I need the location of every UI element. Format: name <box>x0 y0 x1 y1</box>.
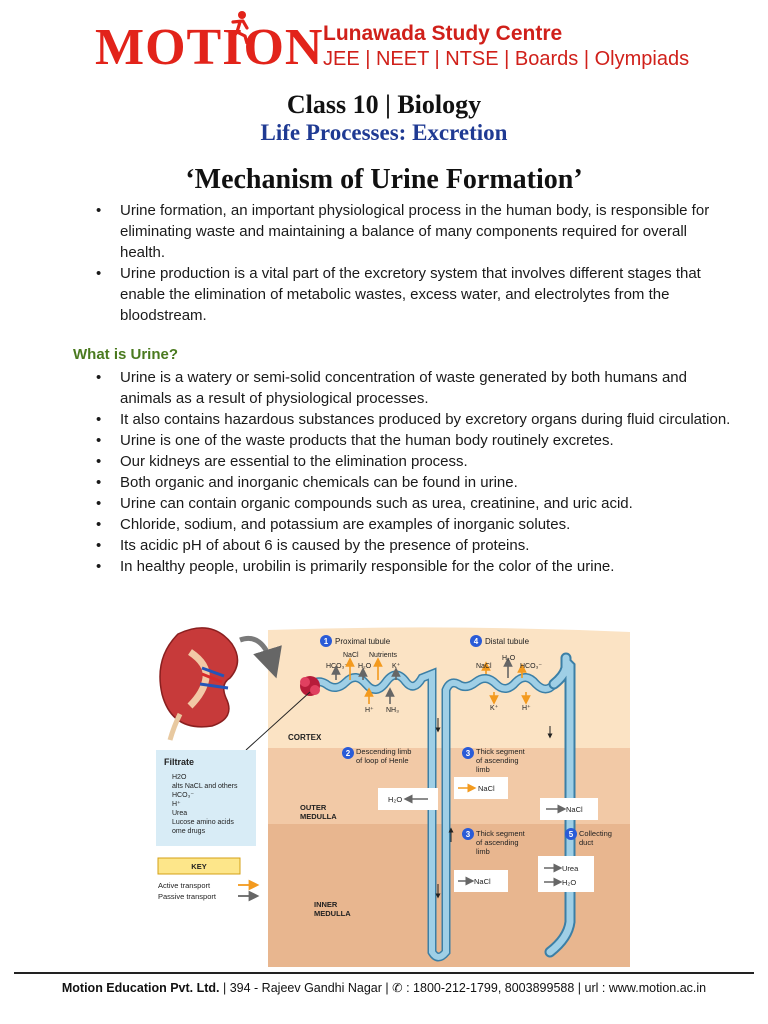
filtrate-item: Urea <box>172 810 187 817</box>
urine-fact: It also contains hazardous substances pr… <box>96 409 736 430</box>
box-urea-h2o <box>538 856 594 892</box>
nephron-tubule <box>305 652 576 962</box>
label-limb-upper: limb <box>476 765 490 774</box>
box-nacl-lower-label: NaCl <box>474 877 491 886</box>
motion-logo: MOTION <box>95 11 324 76</box>
solute-dist-h: H⁺ <box>522 704 531 712</box>
footer-company: Motion Education Pvt. Ltd. <box>61 981 220 995</box>
zone-outer: OUTER <box>300 803 327 812</box>
filtrate-item: H2O <box>172 774 187 781</box>
solute-prox-h: H⁺ <box>365 706 374 714</box>
step-2-number: 2 <box>346 749 351 758</box>
key-active-label: Active transport <box>158 881 211 890</box>
filtrate-title: Filtrate <box>164 757 194 767</box>
key-title: KEY <box>191 862 206 871</box>
filtrate-item: H⁺ <box>172 800 181 808</box>
footer-url[interactable]: url : www.motion.ac.in <box>584 981 707 995</box>
label-limb-lower: limb <box>476 847 490 856</box>
solute-prox-k: K⁺ <box>392 662 401 670</box>
box-h2o-label: H₂O <box>388 795 402 804</box>
intro-list: Urine formation, an important physiologi… <box>96 200 716 326</box>
urine-fact: Urine is a watery or semi-solid concentr… <box>96 367 736 409</box>
filtrate-item: alts NaCL and others <box>172 783 238 790</box>
zone-cortex: CORTEX <box>288 733 322 742</box>
zone-inner: INNER <box>314 900 338 909</box>
footer: Motion Education Pvt. Ltd. | 394 - Rajee… <box>0 980 768 995</box>
box-nacl-collecting <box>540 798 598 820</box>
box-nacl-upper <box>454 777 508 799</box>
label-thick-segment-lower: Thick segment <box>476 829 526 838</box>
key-passive-label: Passive transport <box>158 892 217 901</box>
label-loop-of-henle: of loop of Henle <box>356 756 409 765</box>
section-heading: What is Urine? <box>73 346 179 363</box>
footer-divider <box>14 972 754 974</box>
label-distal-tubule: Distal tubule <box>485 637 530 646</box>
transport-key: KEY Active transport Passive transport <box>157 857 260 902</box>
label-collecting: Collecting <box>579 829 612 838</box>
label-proximal-tubule: Proximal tubule <box>335 637 391 646</box>
solute-dist-h2o: H₂O <box>502 655 516 662</box>
urine-fact: Its acidic pH of about 6 is caused by th… <box>96 535 736 556</box>
label-duct: duct <box>579 838 594 847</box>
runner-icon <box>229 11 249 44</box>
footer-separator: | <box>222 981 230 995</box>
label-of-ascending-upper: of ascending <box>476 756 519 765</box>
class-title: Class 10 | Biology <box>286 90 482 119</box>
nephron-diagram: CORTEX OUTER MEDULLA INNER MEDULLA 1 Pro… <box>150 622 640 967</box>
topic-title: Life Processes: Excretion <box>260 120 508 145</box>
filtrate-pointer-line <box>245 691 311 751</box>
label-descending-limb: Descending limb <box>356 747 411 756</box>
box-nacl-upper-label: NaCl <box>478 784 495 793</box>
zone-outer-medulla: MEDULLA <box>300 812 337 821</box>
transport-arrows <box>331 657 531 705</box>
solute-dist-hco3: HCO₃⁻ <box>520 663 542 670</box>
kidney-icon <box>159 627 239 741</box>
centre-name: Lunawada Study Centre <box>323 22 563 45</box>
urine-fact: Chloride, sodium, and potassium are exam… <box>96 514 736 535</box>
phone-icon: ✆ <box>392 981 403 995</box>
solute-prox-hco3: HCO₃⁻ <box>326 663 348 670</box>
filtrate-box: Filtrate H2O alts NaCL and others HCO₃⁻ … <box>156 750 256 846</box>
urine-fact: Urine is one of the waste products that … <box>96 430 736 451</box>
step-3-number-upper: 3 <box>466 749 471 758</box>
solute-prox-nacl: NaCl <box>343 652 359 659</box>
step-3-number-lower: 3 <box>466 830 471 839</box>
intro-point: Urine formation, an important physiologi… <box>96 200 716 263</box>
step-4-number: 4 <box>474 637 479 646</box>
label-of-ascending-lower: of ascending <box>476 838 519 847</box>
solute-prox-h2o: H₂O <box>358 663 372 670</box>
box-nacl-collecting-label: NaCl <box>566 805 583 814</box>
exam-list: JEE | NEET | NTSE | Boards | Olympiads <box>323 48 690 70</box>
filtrate-item: HCO₃⁻ <box>172 792 194 799</box>
urine-fact: Both organic and inorganic chemicals can… <box>96 472 736 493</box>
box-nacl-lower <box>454 870 508 892</box>
urine-fact: Our kidneys are essential to the elimina… <box>96 451 736 472</box>
urine-facts-list: Urine is a watery or semi-solid concentr… <box>96 367 736 577</box>
urine-fact: In healthy people, urobilin is primarily… <box>96 556 736 577</box>
footer-separator: | <box>577 981 585 995</box>
solute-prox-nutrients: Nutrients <box>369 652 398 659</box>
urine-fact: Urine can contain organic compounds such… <box>96 493 736 514</box>
zone-inner-medulla: MEDULLA <box>314 909 351 918</box>
footer-phone: : 1800-212-1799, 8003899588 <box>406 981 575 995</box>
filtrate-item: Lucose amino acids <box>172 819 234 826</box>
flow-direction-arrows <box>435 718 553 899</box>
step-5-number: 5 <box>569 830 574 839</box>
footer-address: 394 - Rajeev Gandhi Nagar <box>229 981 382 995</box>
intro-point: Urine production is a vital part of the … <box>96 263 716 326</box>
label-thick-segment-upper: Thick segment <box>476 747 526 756</box>
box-h2o2-label: H₂O <box>562 878 576 887</box>
logo-text: MOTION <box>95 19 324 76</box>
solute-dist-k: K⁺ <box>490 704 499 712</box>
glomerulus-icon <box>300 676 320 696</box>
solute-prox-nh3: NH₃ <box>386 707 399 714</box>
solute-dist-nacl: NaCl <box>476 663 492 670</box>
zoom-arrow-icon <box>239 636 282 679</box>
footer-separator: | <box>385 981 393 995</box>
document-title: ‘Mechanism of Urine Formation’ <box>185 164 583 195</box>
filtrate-item: ome drugs <box>172 828 206 835</box>
box-urea-label: Urea <box>562 864 579 873</box>
step-1-number: 1 <box>324 637 329 646</box>
